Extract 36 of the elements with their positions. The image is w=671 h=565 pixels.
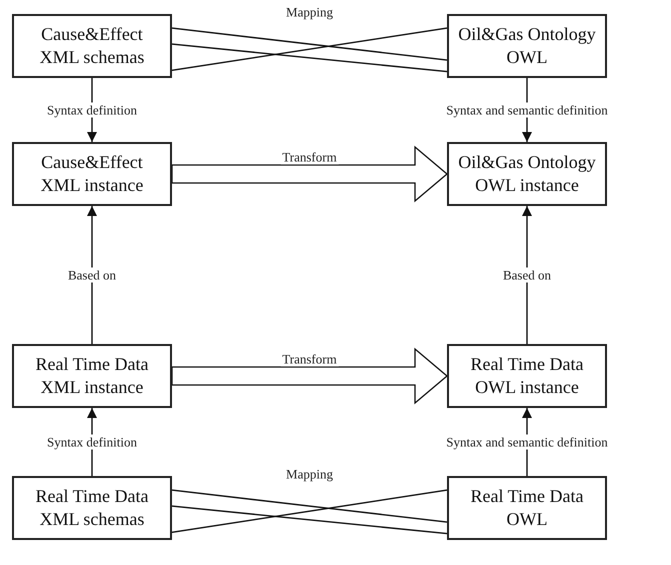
edge-label: Syntax and semantic definition (444, 102, 610, 118)
edge-label: Mapping (284, 466, 335, 482)
process-box (447, 142, 607, 206)
edge-label: Based on (66, 268, 118, 282)
edge-label: Based on (500, 268, 554, 282)
edge-label: Transform (280, 150, 339, 164)
connector-line (172, 27, 448, 61)
process-box (12, 344, 172, 408)
box-label: Cause&Effect XML schemas (38, 23, 146, 69)
box-label: Real Time Data OWL (470, 485, 584, 531)
block-arrow (171, 146, 448, 202)
box-label: Real Time Data XML instance (34, 353, 150, 399)
arrow (87, 206, 97, 344)
process-box (447, 476, 607, 540)
box-label: Oil&Gas Ontology OWL (457, 23, 597, 69)
process-box (12, 476, 172, 540)
block-arrow (171, 348, 448, 404)
box-label: Real Time Data OWL instance (470, 353, 584, 399)
connector-line (172, 27, 448, 72)
connector-line (172, 505, 448, 534)
connector-line (172, 489, 448, 534)
box-label: Oil&Gas Ontology OWL instance (457, 151, 597, 197)
process-box (12, 142, 172, 206)
edge-label: Syntax definition (45, 102, 139, 118)
edge-label: Transform (280, 352, 339, 366)
edge-label: Syntax definition (45, 434, 139, 450)
box-label: Real Time Data XML schemas (34, 485, 150, 531)
process-box (12, 14, 172, 78)
process-box (447, 344, 607, 408)
connector-line (172, 489, 448, 523)
arrow (522, 206, 532, 344)
process-box (447, 14, 607, 78)
box-label: Cause&Effect XML instance (40, 151, 144, 197)
edge-label: Syntax and semantic definition (444, 434, 610, 450)
connector-line (172, 43, 448, 72)
edge-label: Mapping (284, 4, 335, 20)
